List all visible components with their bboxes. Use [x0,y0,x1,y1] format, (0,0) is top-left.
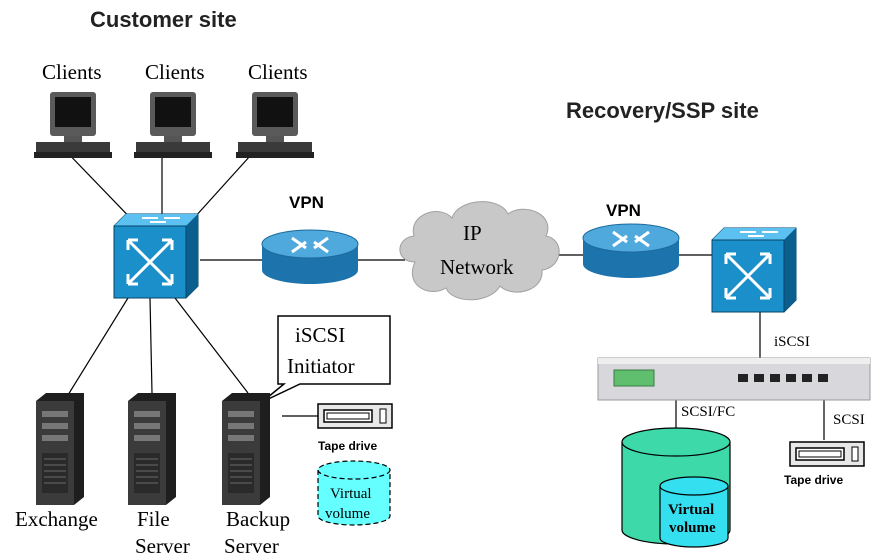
callout-line-1: iSCSI [295,323,345,347]
recovery-switch-icon[interactable] [710,226,798,314]
customer-vpn-label: VPN [289,193,324,212]
recovery-virtual-volume-line-2: volume [669,520,716,536]
customer-tape-drive-icon[interactable] [317,403,393,429]
iscsi-target-appliance[interactable] [597,357,871,401]
customer-router-icon[interactable] [260,228,360,286]
scsi-link-label: SCSI [833,412,865,428]
exchange-server-label: Exchange [15,507,98,531]
recovery-router-icon[interactable] [581,222,681,280]
customer-virtual-volume-line-1: Virtual [330,486,372,502]
client-label-1: Clients [42,60,102,84]
ip-network-cloud[interactable]: IP Network [399,201,560,301]
callout-line-2: Initiator [287,354,355,378]
customer-virtual-volume[interactable]: Virtual volume [317,460,391,526]
client-label-3: Clients [248,60,308,84]
customer-tape-drive-label: Tape drive [318,439,377,453]
iscsi-link-label: iSCSI [774,334,810,350]
file-server-label-line-2: Server [135,534,190,558]
disk-storage[interactable]: Virtual volume [621,427,731,548]
link-switch-exchange [67,297,129,396]
backup-server-label-line-1: Backup [226,507,290,531]
client-label-2: Clients [145,60,205,84]
client-computer-icon-1[interactable] [34,92,112,158]
recovery-vpn-label: VPN [606,201,641,220]
exchange-server-icon[interactable] [35,392,85,506]
cloud-label-line-2: Network [440,255,514,279]
customer-site-title: Customer site [90,7,237,32]
link-switch-fileserver [149,297,153,394]
customer-site: Customer site Clients Clients Clients VP… [15,7,393,558]
backup-server-icon[interactable] [221,392,271,506]
file-server-label-line-1: File [137,507,170,531]
recovery-virtual-volume[interactable]: Virtual volume [659,476,729,548]
cloud-label-line-1: IP [463,221,482,245]
customer-switch-icon[interactable] [112,212,200,300]
client-computer-icon-3[interactable] [236,92,314,158]
customer-virtual-volume-line-2: volume [325,506,370,522]
recovery-site: Recovery/SSP site VPN iSCSI SCSI/FC SCSI [566,98,871,548]
file-server-icon[interactable] [127,392,177,506]
client-computer-icon-2[interactable] [134,92,212,158]
scsi-fc-link-label: SCSI/FC [681,404,735,420]
recovery-site-title: Recovery/SSP site [566,98,759,123]
recovery-tape-drive-label: Tape drive [784,473,843,487]
recovery-virtual-volume-line-1: Virtual [668,502,714,518]
iscsi-initiator-callout: iSCSI Initiator [261,315,391,403]
link-switch-backup [174,297,249,394]
recovery-tape-drive-icon[interactable] [789,441,865,467]
backup-server-label-line-2: Server [224,534,279,558]
